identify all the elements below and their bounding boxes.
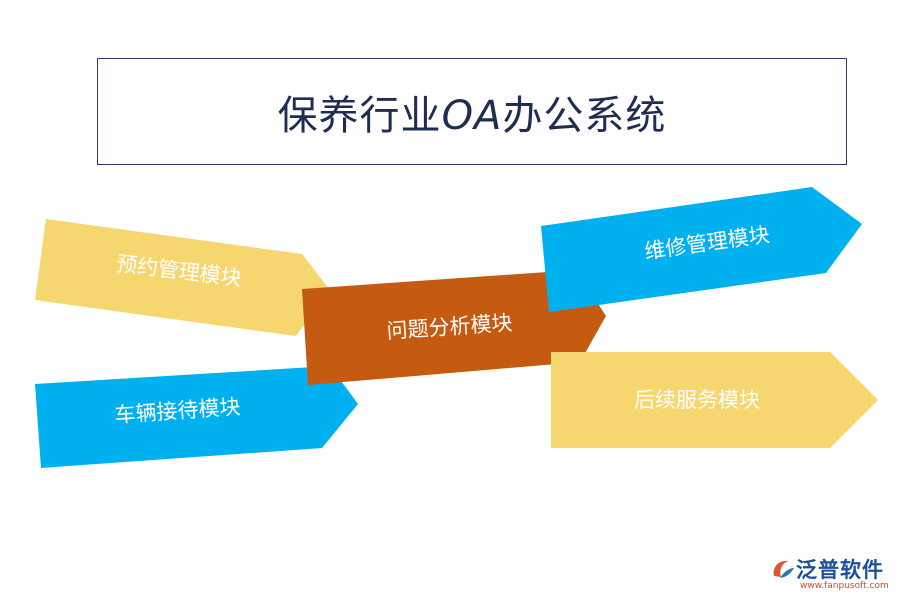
title-box: 保养行业OA办公系统 [97, 58, 847, 165]
title-suffix: 办公系统 [502, 92, 667, 139]
brand-url: www.fanpusoft.com [800, 581, 889, 591]
page-title: 保养行业OA办公系统 [278, 83, 667, 141]
arrow-analysis [302, 270, 606, 385]
arrow-reception [35, 366, 358, 468]
label-followup: 后续服务模块 [634, 388, 760, 412]
module-analysis: 问题分析模块 [302, 270, 606, 385]
module-followup: 后续服务模块 [551, 352, 878, 448]
arrow-repair [541, 187, 862, 312]
brand-logo-icon [773, 560, 794, 578]
brand-name: 泛普软件 [796, 558, 884, 582]
title-oa: OA [441, 92, 503, 139]
brand-watermark: 泛普软件 www.fanpusoft.com [770, 552, 894, 596]
module-appointment: 预约管理模块 [35, 219, 330, 336]
module-reception: 车辆接待模块 [35, 366, 358, 468]
arrow-appointment [35, 219, 330, 336]
title-prefix: 保养行业 [277, 92, 442, 139]
arrow-followup [551, 352, 878, 448]
module-repair: 维修管理模块 [541, 187, 862, 312]
